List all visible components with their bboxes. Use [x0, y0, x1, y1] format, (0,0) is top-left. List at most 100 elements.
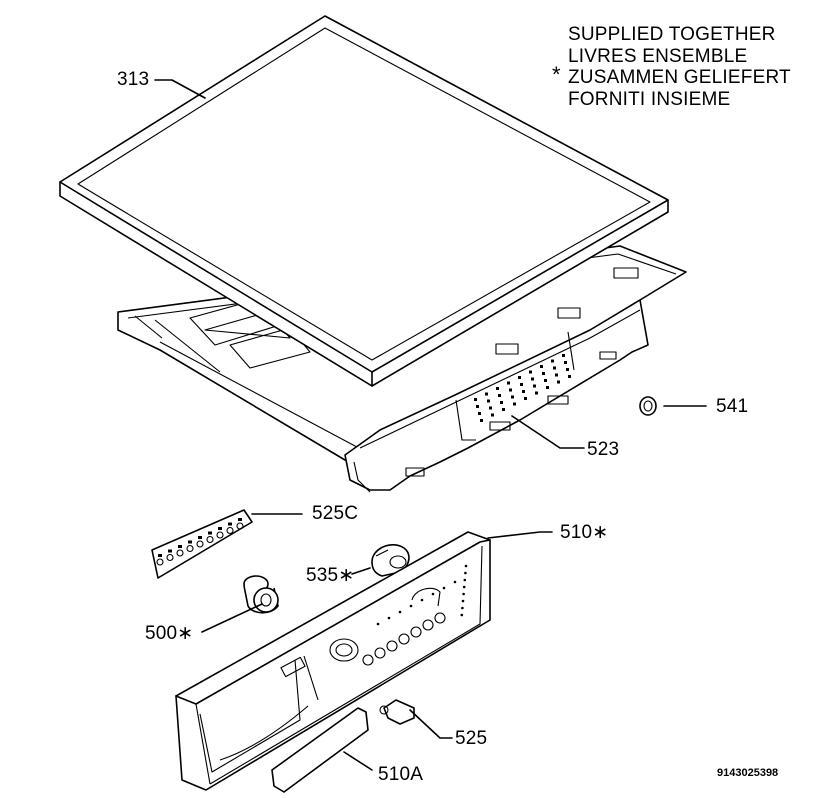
label-525: 525 — [455, 728, 488, 749]
led-contact — [188, 540, 192, 544]
led — [226, 526, 234, 535]
indicator-dot — [431, 592, 435, 596]
vent-slot — [535, 391, 538, 395]
indicator-dot — [463, 578, 467, 582]
vent-slot — [542, 372, 545, 375]
part-510a-flap — [271, 707, 369, 793]
indicator-dot — [462, 592, 465, 596]
label-510a: 510A — [378, 764, 424, 785]
indicator-dot — [409, 604, 413, 608]
indicator-dot — [442, 586, 446, 590]
vent-slot — [487, 399, 490, 403]
part-510-control-panel — [175, 531, 491, 791]
vent-slot — [531, 377, 534, 381]
led-contact — [158, 554, 162, 557]
vent-slot — [564, 361, 567, 364]
indicator-dot — [420, 598, 424, 602]
led-contact — [228, 522, 232, 526]
vent-slot — [500, 401, 503, 404]
indicator-dot — [464, 571, 467, 575]
vent-slot — [489, 406, 492, 410]
vent-slot — [485, 392, 488, 396]
label-523: 523 — [587, 439, 620, 460]
led — [196, 540, 204, 548]
part-525c-led-board — [151, 509, 253, 579]
indicator-dot — [387, 616, 391, 620]
label-500: 500∗ — [145, 623, 194, 644]
vent-slot — [478, 412, 481, 415]
vent-slot — [496, 387, 499, 390]
label-510: 510∗ — [560, 522, 609, 543]
vent-slot — [540, 365, 543, 368]
indicator-dot — [464, 564, 468, 568]
indicator-dot — [460, 613, 464, 617]
label-525c: 525C — [312, 503, 359, 524]
led — [176, 549, 184, 557]
led — [216, 531, 224, 539]
indicator-dot — [398, 610, 402, 614]
vent-slot — [533, 384, 536, 388]
led-contact — [198, 536, 202, 539]
panel-button — [434, 612, 446, 624]
indicator-dot — [462, 585, 466, 589]
part-313-top-lid — [59, 15, 669, 387]
led-contact — [218, 527, 222, 530]
vent-slot — [509, 388, 512, 392]
vent-slot — [522, 390, 525, 393]
vent-slot — [568, 375, 571, 378]
indicator-dot — [461, 599, 465, 603]
vent-slot — [553, 366, 556, 370]
vent-slot — [555, 373, 558, 377]
supplied-together-note: SUPPLIED TOGETHER LIVRES ENSEMBLE ZUSAMM… — [568, 24, 791, 110]
part-541-ring — [639, 396, 657, 416]
vent-slot — [513, 402, 516, 406]
vent-slot — [562, 354, 565, 357]
vent-slot — [520, 383, 523, 386]
note-line-de: ZUSAMMEN GELIEFERT — [568, 67, 791, 88]
label-313: 313 — [117, 69, 150, 90]
vent-slot — [529, 370, 532, 374]
led — [166, 553, 174, 562]
vent-slot — [480, 419, 483, 422]
led — [186, 544, 194, 553]
vent-slot — [474, 398, 477, 401]
vent-slot — [546, 386, 549, 389]
note-line-it: FORNITI INSIEME — [568, 88, 731, 110]
panel-button — [422, 619, 434, 631]
panel-button — [386, 640, 398, 652]
panel-button — [398, 633, 410, 645]
vent-slot — [566, 368, 569, 371]
panel-button — [374, 647, 386, 659]
vent-slot — [507, 381, 510, 385]
led — [206, 535, 214, 544]
note-line-en: SUPPLIED TOGETHER — [568, 24, 776, 45]
vent-slot — [544, 379, 547, 382]
part-535-switch — [371, 544, 410, 577]
note-line-fr: LIVRES ENSEMBLE — [568, 45, 748, 67]
vent-slot — [491, 413, 494, 417]
led-contact — [178, 545, 182, 548]
leader-lines — [154, 79, 707, 771]
panel-button — [362, 654, 374, 666]
label-541: 541 — [716, 396, 749, 417]
vent-slot — [502, 408, 505, 411]
vent-slot — [524, 397, 527, 400]
led — [156, 558, 164, 566]
vent-slot — [518, 376, 521, 379]
document-id: 9143025398 — [717, 767, 779, 779]
led-contact — [208, 531, 212, 535]
led-contact — [238, 518, 242, 521]
led-contact — [168, 549, 172, 553]
vent-slot — [498, 394, 501, 397]
part-525-connector — [379, 699, 415, 725]
indicator-dot — [461, 606, 464, 610]
part-500-knob — [243, 575, 279, 614]
label-535: 535∗ — [306, 565, 355, 586]
led — [236, 522, 244, 530]
vent-slot — [476, 405, 479, 408]
supplied-together-symbol: * — [552, 62, 561, 87]
indicator-dot — [376, 622, 380, 626]
vent-slot — [551, 359, 554, 363]
panel-button — [410, 626, 422, 638]
